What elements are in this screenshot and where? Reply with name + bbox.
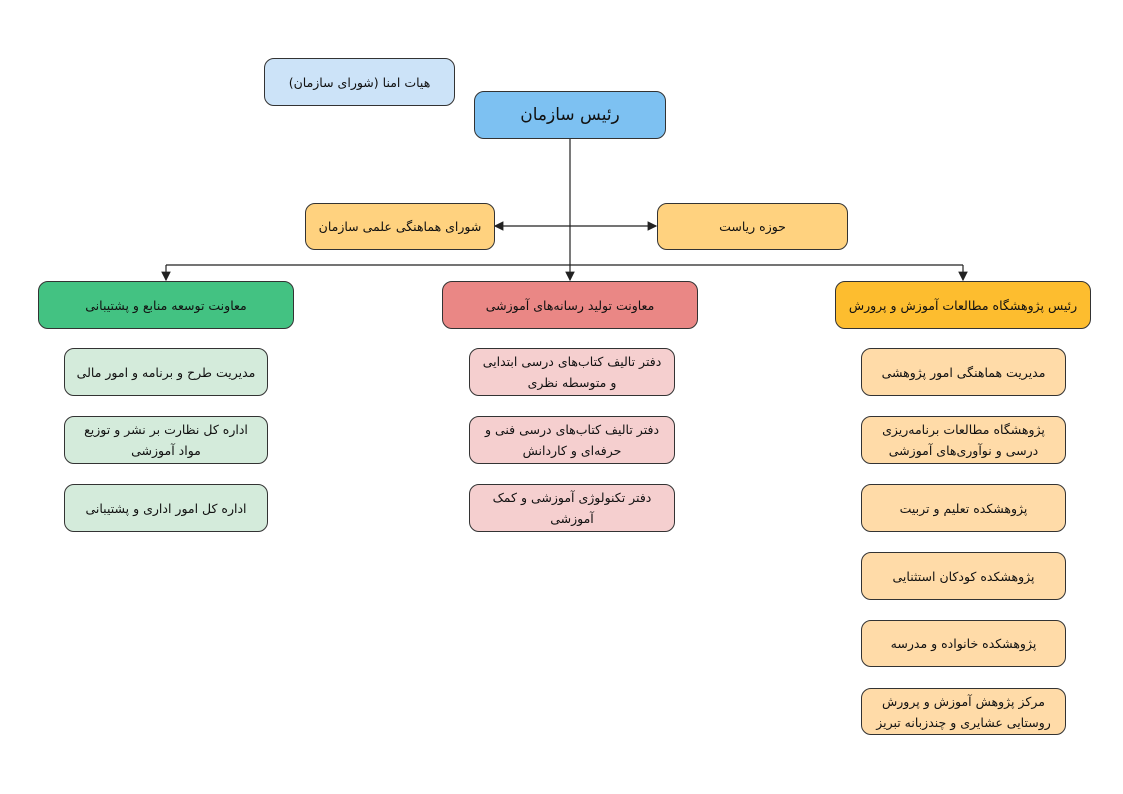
resources-unit-box: اداره کل امور اداری و پشتیبانی	[64, 484, 268, 532]
research-unit-box: پژوهشگاه مطالعات برنامه‌ریزی درسی و نوآو…	[861, 416, 1066, 464]
resources-deputy-box: معاونت توسعه منابع و پشتیبانی	[38, 281, 294, 329]
organization-head-box: رئیس سازمان	[474, 91, 666, 139]
research-unit-box: پژوهشکده کودکان استثنایی	[861, 552, 1066, 600]
presidency-box: حوزه ریاست	[657, 203, 848, 250]
media-unit-box: دفتر تکنولوژی آموزشی و کمک آموزشی	[469, 484, 675, 532]
research-unit-box: مدیریت هماهنگی امور پژوهشی	[861, 348, 1066, 396]
research-unit-box: پژوهشکده تعلیم و تربیت	[861, 484, 1066, 532]
resources-unit-box: اداره کل نظارت بر نشر و توزیع مواد آموزش…	[64, 416, 268, 464]
board-of-trustees-box: هیات امنا (شورای سازمان)	[264, 58, 455, 106]
media-unit-box: دفتر تالیف کتاب‌های درسی فنی و حرفه‌ای و…	[469, 416, 675, 464]
research-head-box: رئیس پژوهشگاه مطالعات آموزش و پرورش	[835, 281, 1091, 329]
research-unit-box: مرکز پژوهش آموزش و پرورش روستایی عشایری …	[861, 688, 1066, 735]
media-deputy-box: معاونت تولید رسانه‌های آموزشی	[442, 281, 698, 329]
media-unit-box: دفتر تالیف کتاب‌های درسی ابتدایی و متوسط…	[469, 348, 675, 396]
resources-unit-box: مدیریت طرح و برنامه و امور مالی	[64, 348, 268, 396]
research-unit-box: پژوهشکده خانواده و مدرسه	[861, 620, 1066, 667]
scientific-council-box: شورای هماهنگی علمی سازمان	[305, 203, 495, 250]
